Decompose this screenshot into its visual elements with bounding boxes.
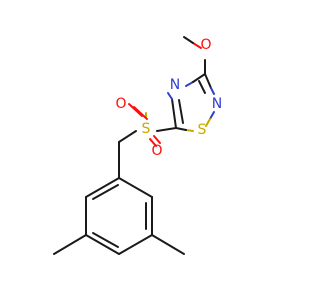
methyl-bond-left: [53, 234, 87, 255]
sulfonyl-o-top-label: O: [115, 96, 126, 112]
o-methyl-bond-o: [192, 42, 202, 49]
o-methyl-bond-c: [183, 36, 194, 44]
benzene-ring: [85, 177, 153, 255]
methoxy-o-label: O: [200, 37, 211, 53]
sulfonyl-s-label: S: [142, 121, 151, 137]
ring-n2-label: N: [212, 96, 222, 112]
ch2-s-bond: [118, 130, 137, 143]
methyl-bond-right: [151, 234, 185, 255]
s-c5-bond: [156, 127, 177, 132]
thiadiazole-ring: [167, 73, 215, 132]
ring-s1-label: S: [198, 122, 207, 138]
molecule-diagram: S O O N N S O: [53, 36, 222, 255]
sulfonyl-bonds: [128, 103, 161, 147]
sulfonyl-o-bottom-label: O: [151, 143, 162, 159]
ring-n4-label: N: [170, 77, 180, 93]
structure-svg: S O O N N S O: [53, 36, 222, 255]
